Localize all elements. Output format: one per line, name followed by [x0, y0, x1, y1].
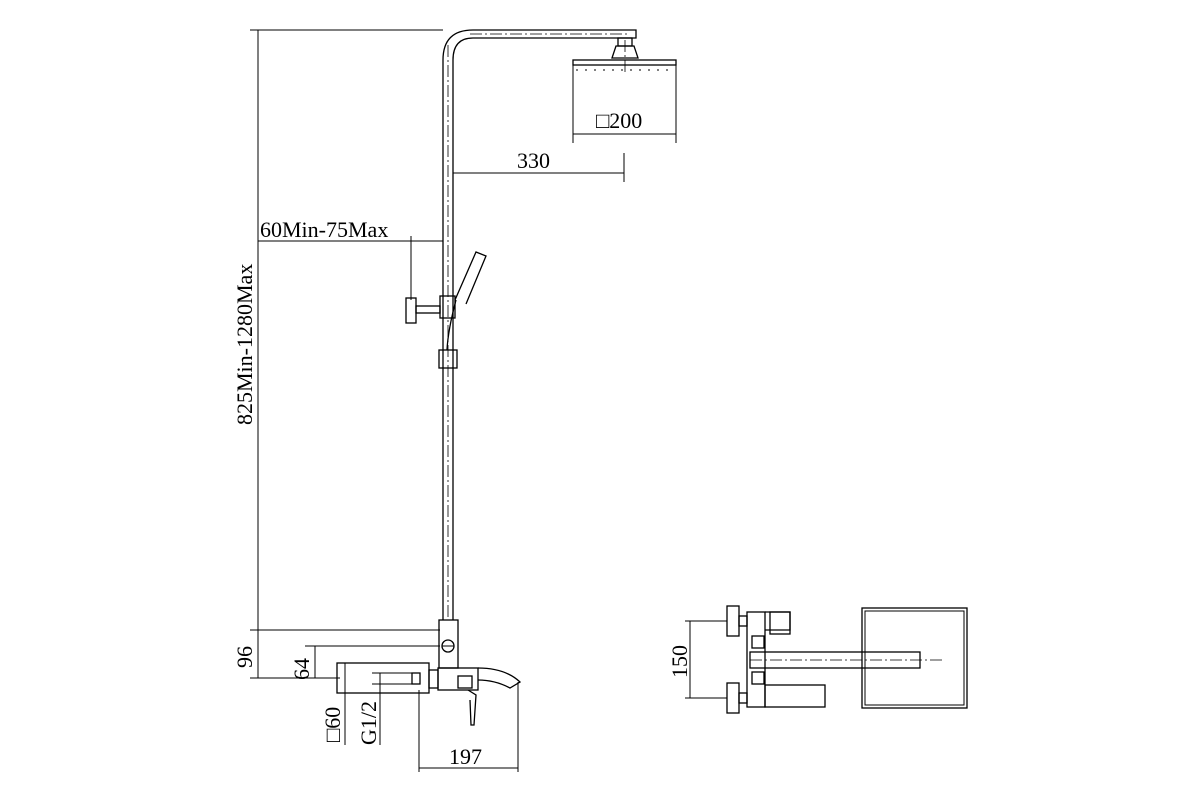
inlet-spacing-dimension: 150	[667, 620, 718, 699]
thread-label: G1/2	[356, 701, 381, 745]
inlet-spacing-label: 150	[667, 645, 692, 678]
arm-reach-label: 330	[517, 148, 550, 173]
flange-dimension: □60	[320, 663, 346, 745]
top-view	[718, 605, 968, 714]
spout-length-label: 197	[449, 744, 482, 769]
thread-dimension: G1/2	[356, 673, 381, 745]
total-height-label: 825Min-1280Max	[232, 264, 257, 425]
hand-shower	[405, 251, 487, 369]
arm-reach-dimension: 330	[453, 148, 625, 182]
bracket-dimension: 60Min-75Max	[258, 217, 443, 300]
head-size-label: □200	[596, 108, 642, 133]
bracket-distance-label: 60Min-75Max	[260, 217, 388, 242]
spout-length-dimension: 197	[418, 682, 519, 772]
body-height-label: 96	[232, 646, 257, 668]
riser-pipe	[442, 29, 637, 620]
inlet-height-dimension: 64	[289, 645, 440, 680]
inlet-height-label: 64	[289, 658, 314, 680]
shower-head: □200	[572, 37, 677, 143]
body-height-dimension: 96	[232, 629, 440, 679]
total-height-dimension: 825Min-1280Max	[232, 29, 443, 630]
flange-size-label: □60	[320, 707, 345, 742]
